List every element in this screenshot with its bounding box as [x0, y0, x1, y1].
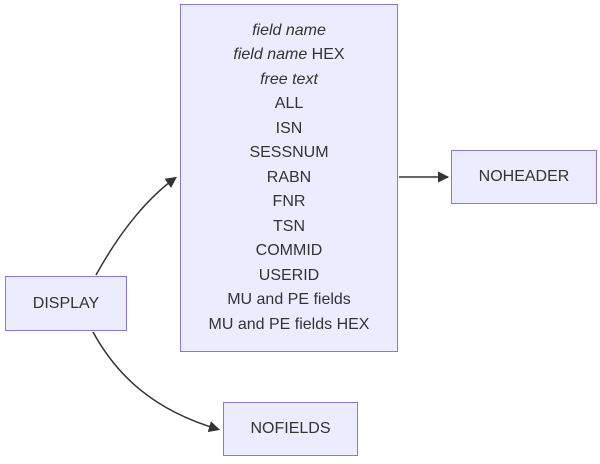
option-text-segment: MU and PE fields HEX — [208, 315, 370, 333]
option-text-segment: free text — [260, 70, 318, 88]
option-text-segment: ALL — [274, 95, 304, 113]
option-line: TSN — [273, 215, 305, 240]
option-text-segment: field name — [252, 21, 326, 39]
node-noheader: NOHEADER — [451, 150, 597, 204]
node-display: DISPLAY — [5, 276, 127, 331]
option-text-segment: FNR — [272, 193, 306, 211]
option-text-segment: MU and PE fields — [227, 291, 351, 309]
option-line: free text — [260, 68, 318, 93]
option-text-segment: ISN — [275, 119, 303, 137]
option-line: ALL — [275, 92, 303, 117]
node-noheader-label: NOHEADER — [478, 168, 570, 185]
node-display-label: DISPLAY — [32, 294, 100, 312]
option-line: field name HEX — [233, 43, 344, 68]
option-text-segment: COMMID — [255, 242, 323, 260]
option-line: RABN — [267, 166, 311, 191]
option-line: MU and PE fields — [227, 288, 351, 313]
option-text-segment: HEX — [307, 46, 345, 64]
option-text-segment: SESSNUM — [249, 144, 329, 162]
option-line: FNR — [273, 190, 306, 215]
node-nofields-label: NOFIELDS — [250, 420, 331, 437]
option-text-segment: field name — [233, 46, 308, 64]
option-line: USERID — [259, 264, 319, 289]
edge-display-to-options — [95, 176, 177, 276]
option-line: field name — [252, 19, 326, 44]
option-text-segment: TSN — [273, 217, 305, 235]
node-nofields: NOFIELDS — [223, 402, 358, 456]
option-line: MU and PE fields HEX — [209, 313, 370, 338]
option-text-segment: RABN — [266, 168, 312, 186]
option-line: ISN — [276, 117, 303, 142]
option-line: COMMID — [256, 239, 323, 264]
option-line: SESSNUM — [249, 141, 328, 166]
option-text-segment: USERID — [258, 266, 320, 284]
